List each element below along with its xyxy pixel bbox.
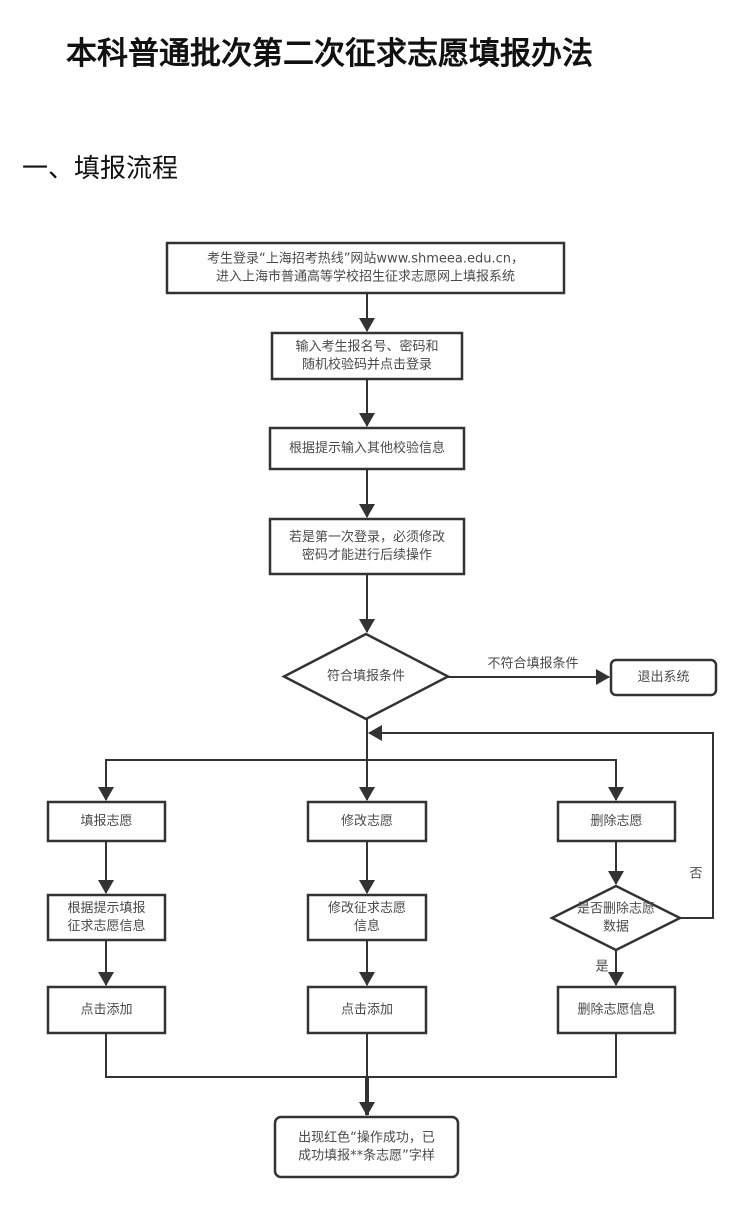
node-delete-confirm-label: 数据 <box>603 920 629 935</box>
node-success-message-label: 成功填报**条志愿”字样 <box>298 1148 435 1164</box>
edge-delete-no-loop <box>368 725 714 919</box>
node-delete-confirm-label: 是否删除志愿 <box>577 902 655 917</box>
node-eligibility-check-label: 符合填报条件 <box>327 668 405 684</box>
edge-branch-left <box>98 759 367 801</box>
edge-label-yes: 是 <box>595 960 608 975</box>
node-delete-info-shape <box>556 985 677 1035</box>
node-delete-info-label: 删除志愿信息 <box>577 1002 655 1018</box>
node-delete-choice-shape <box>556 800 677 843</box>
node-enter-credentials-label: 随机校验码并点击登录 <box>302 357 432 373</box>
node-fill-choice-label: 填报志愿 <box>80 814 132 829</box>
node-login-site-shape <box>165 241 566 295</box>
node-change-password-shape <box>268 517 466 576</box>
node-exit-system-label: 退出系统 <box>637 670 689 685</box>
node-fill-choice-shape <box>46 800 167 843</box>
node-modify-add-label: 点击添加 <box>341 1003 393 1018</box>
node-fill-info-shape <box>46 893 167 942</box>
node-delete-confirm-shape <box>549 884 683 952</box>
section-heading: 一、填报流程 <box>22 154 179 184</box>
node-enter-credentials-shape <box>270 331 464 381</box>
node-success-message-shape <box>273 1115 460 1179</box>
node-fill-add-shape <box>46 985 167 1035</box>
node-modify-info-label: 修改征求志愿 <box>328 901 406 916</box>
node-modify-add-shape <box>306 985 428 1035</box>
node-login-site-label: 考生登录“上海招考热线”网站www.shmeea.edu.cn， <box>207 252 524 267</box>
node-modify-info-label: 信息 <box>354 918 380 934</box>
edge-label-no: 否 <box>689 867 702 882</box>
edge-label-not-eligible: 不符合填报条件 <box>487 656 578 672</box>
node-modify-choice-label: 修改志愿 <box>341 814 393 829</box>
node-modify-info-shape <box>306 893 428 942</box>
node-fill-add-label: 点击添加 <box>80 1003 132 1018</box>
node-verify-info-shape <box>268 426 466 471</box>
node-login-site-label: 进入上海市普通高等学校招生征求志愿网上填报系统 <box>216 269 515 285</box>
edge-branch-right <box>367 759 624 801</box>
node-verify-info-label: 根据提示输入其他校验信息 <box>289 440 445 456</box>
node-fill-info-label: 征求志愿信息 <box>67 918 145 934</box>
document-title: 本科普通批次第二次征求志愿填报办法 <box>66 36 593 72</box>
node-change-password-label: 密码才能进行后续操作 <box>302 547 432 563</box>
node-success-message-label: 出现红色“操作成功，已 <box>298 1130 435 1146</box>
node-change-password-label: 若是第一次登录，必须修改 <box>289 529 445 545</box>
node-modify-choice-shape <box>306 800 428 843</box>
node-eligibility-check-shape <box>281 632 451 721</box>
edge-merge-left <box>105 1033 617 1078</box>
node-delete-choice-label: 删除志愿 <box>590 814 642 829</box>
node-enter-credentials-label: 输入考生报名号、密码和 <box>295 339 438 355</box>
node-fill-info-label: 根据提示填报 <box>67 900 145 916</box>
node-exit-system-shape <box>609 658 718 697</box>
